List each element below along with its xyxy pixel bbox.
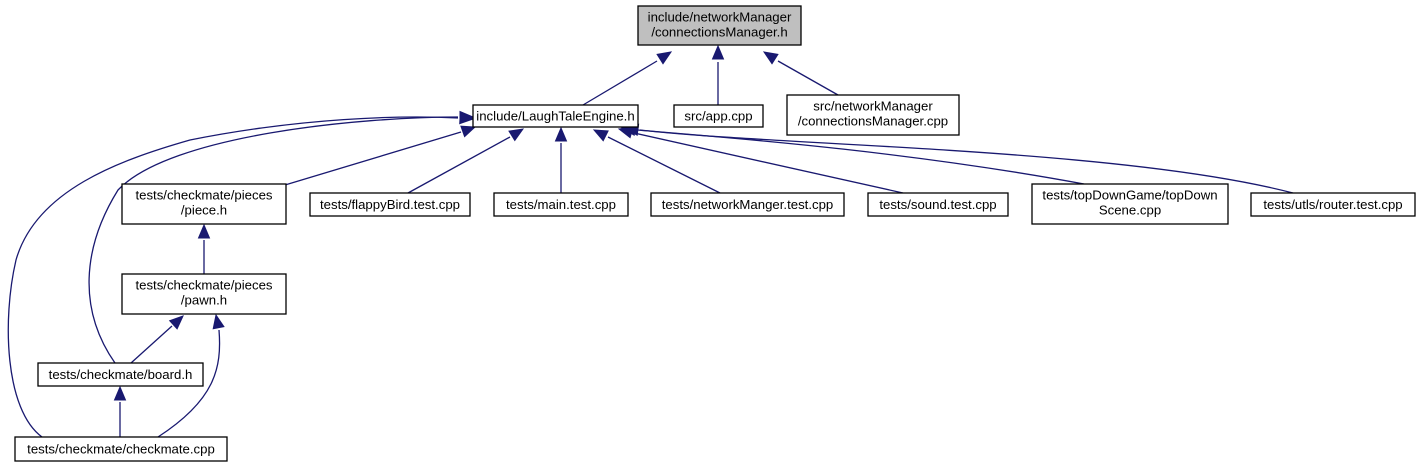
node-label-line: src/app.cpp [684,109,752,124]
node-label-line: tests/flappyBird.test.cpp [320,197,460,212]
edge-arrowhead [554,126,568,142]
edge-arrowhead [168,315,184,330]
node-flappy-bird-test-cpp[interactable]: tests/flappyBird.test.cpp [309,192,471,217]
node-label-line: /pawn.h [181,293,227,308]
edge-board-to-engine [88,110,475,364]
edge-sound-to-engine [617,126,904,194]
node-label-line: tests/networkManger.test.cpp [662,197,834,212]
node-board-h[interactable]: tests/checkmate/board.h [37,362,204,387]
node-sound-test-cpp[interactable]: tests/sound.test.cpp [867,192,1009,217]
node-network-manger-test-cpp[interactable]: tests/networkManger.test.cpp [650,192,845,217]
node-label-line: tests/sound.test.cpp [879,197,996,212]
node-checkmate-cpp[interactable]: tests/checkmate/checkmate.cpp [14,436,228,462]
node-label-line: /connectionsManager.cpp [798,114,948,129]
edge-line [130,325,173,364]
edge-arrowhead [592,129,609,142]
node-main-test-cpp[interactable]: tests/main.test.cpp [493,192,629,217]
edge-line [607,136,721,194]
node-label-line: tests/checkmate/pieces [135,188,272,203]
edge-flappy-to-engine [407,128,525,194]
edge-app-to-root [711,44,725,105]
edge-line [284,131,462,186]
edge-arrowhead [113,385,127,401]
graph-edges [7,44,1294,438]
edge-line [633,132,904,194]
node-label-line: /connectionsManager.h [651,25,787,40]
edge-chk-to-engine [7,111,475,438]
node-connections-manager-h[interactable]: include/networkManager /connectionsManag… [637,5,802,46]
edge-net-to-engine [592,129,721,194]
edge-main-to-engine [554,126,568,193]
edge-line [7,116,459,438]
node-label-line: tests/topDownGame/topDown [1042,188,1217,203]
node-app-cpp[interactable]: src/app.cpp [673,104,764,128]
node-laugh-tale-engine-h[interactable]: include/LaughTaleEngine.h [472,104,639,128]
node-label-line: tests/checkmate/checkmate.cpp [27,442,215,457]
node-label-line: include/LaughTaleEngine.h [476,109,634,124]
node-label-line: tests/checkmate/board.h [49,367,193,382]
edge-line [777,60,839,96]
edge-arrowhead [212,313,225,330]
edge-chk-to-pawn [157,313,225,438]
node-label-line: tests/checkmate/pieces [135,278,272,293]
node-connections-manager-cpp[interactable]: src/networkManager /connectionsManager.c… [786,94,960,136]
node-piece-h[interactable]: tests/checkmate/pieces /piece.h [121,183,287,225]
edge-line [88,116,459,364]
node-top-down-scene-cpp[interactable]: tests/topDownGame/topDown Scene.cpp [1031,183,1229,225]
edge-line [157,329,221,438]
node-label-line: include/networkManager [648,10,792,25]
edge-engine-to-root [582,51,673,106]
edge-chk-to-board [113,385,127,437]
edge-arrowhead [508,128,525,142]
edge-arrowhead [711,44,725,60]
edge-arrowhead [197,223,211,239]
node-label-line: /piece.h [181,203,227,218]
node-router-test-cpp[interactable]: tests/utls/router.test.cpp [1250,192,1416,217]
node-pawn-h[interactable]: tests/checkmate/pieces /pawn.h [121,273,287,315]
edge-line [582,60,658,106]
node-label-line: Scene.cpp [1099,203,1161,218]
edge-arrowhead [460,125,477,138]
edge-arrowhead [656,51,673,65]
node-label-line: tests/main.test.cpp [506,197,616,212]
edge-line [639,129,1294,194]
edge-arrowhead [762,51,779,65]
edge-pawn-to-piece [197,223,211,274]
edge-piece-to-engine [284,125,477,186]
edge-cmcpp-to-root [762,51,839,96]
edge-line [407,136,511,194]
node-label-line: src/networkManager [813,99,933,114]
edge-arrowhead [459,111,475,125]
node-label-line: tests/utls/router.test.cpp [1263,197,1402,212]
edge-line [636,129,1085,185]
edge-board-to-pawn [130,315,184,364]
